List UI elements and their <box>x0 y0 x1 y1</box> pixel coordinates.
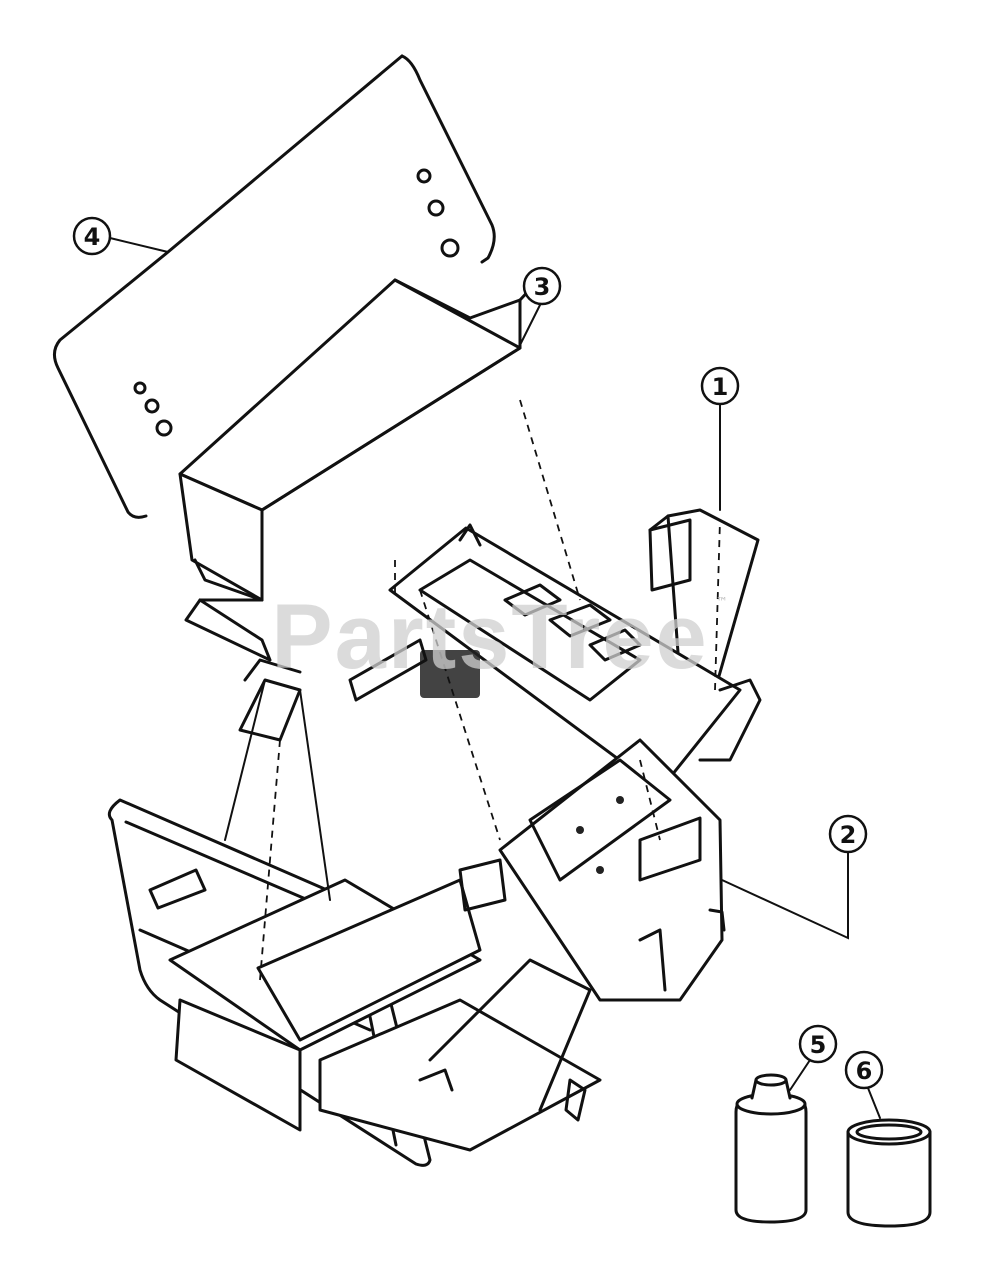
callout-4-label: 4 <box>84 223 101 251</box>
shield-panel <box>53 54 496 519</box>
callout-4[interactable]: 4 <box>72 216 112 256</box>
watermark-trademark: ™ <box>716 595 728 609</box>
main-base-frame <box>388 523 762 792</box>
callout-3-label: 3 <box>534 273 551 301</box>
leader-lines <box>259 399 721 981</box>
watermark-text: PartsTree <box>271 586 708 688</box>
callout-3[interactable]: 3 <box>522 266 562 306</box>
callout-5[interactable]: 5 <box>798 1024 838 1064</box>
callout-6[interactable]: 6 <box>844 1050 884 1090</box>
left-side-plate <box>224 638 428 901</box>
callout-1-label: 1 <box>712 373 729 401</box>
callout-2[interactable]: 2 <box>828 814 868 854</box>
spray-can <box>734 1073 808 1224</box>
callout-2-label: 2 <box>840 821 857 849</box>
callout-6-label: 6 <box>856 1057 873 1085</box>
paint-can <box>846 1118 932 1228</box>
callout-1[interactable]: 1 <box>700 366 740 406</box>
upper-chute-box <box>178 268 550 662</box>
callout-5-label: 5 <box>810 1031 827 1059</box>
lower-frame-loop <box>107 798 602 1167</box>
right-housing <box>498 738 726 1002</box>
callout-leaders <box>109 237 881 1119</box>
